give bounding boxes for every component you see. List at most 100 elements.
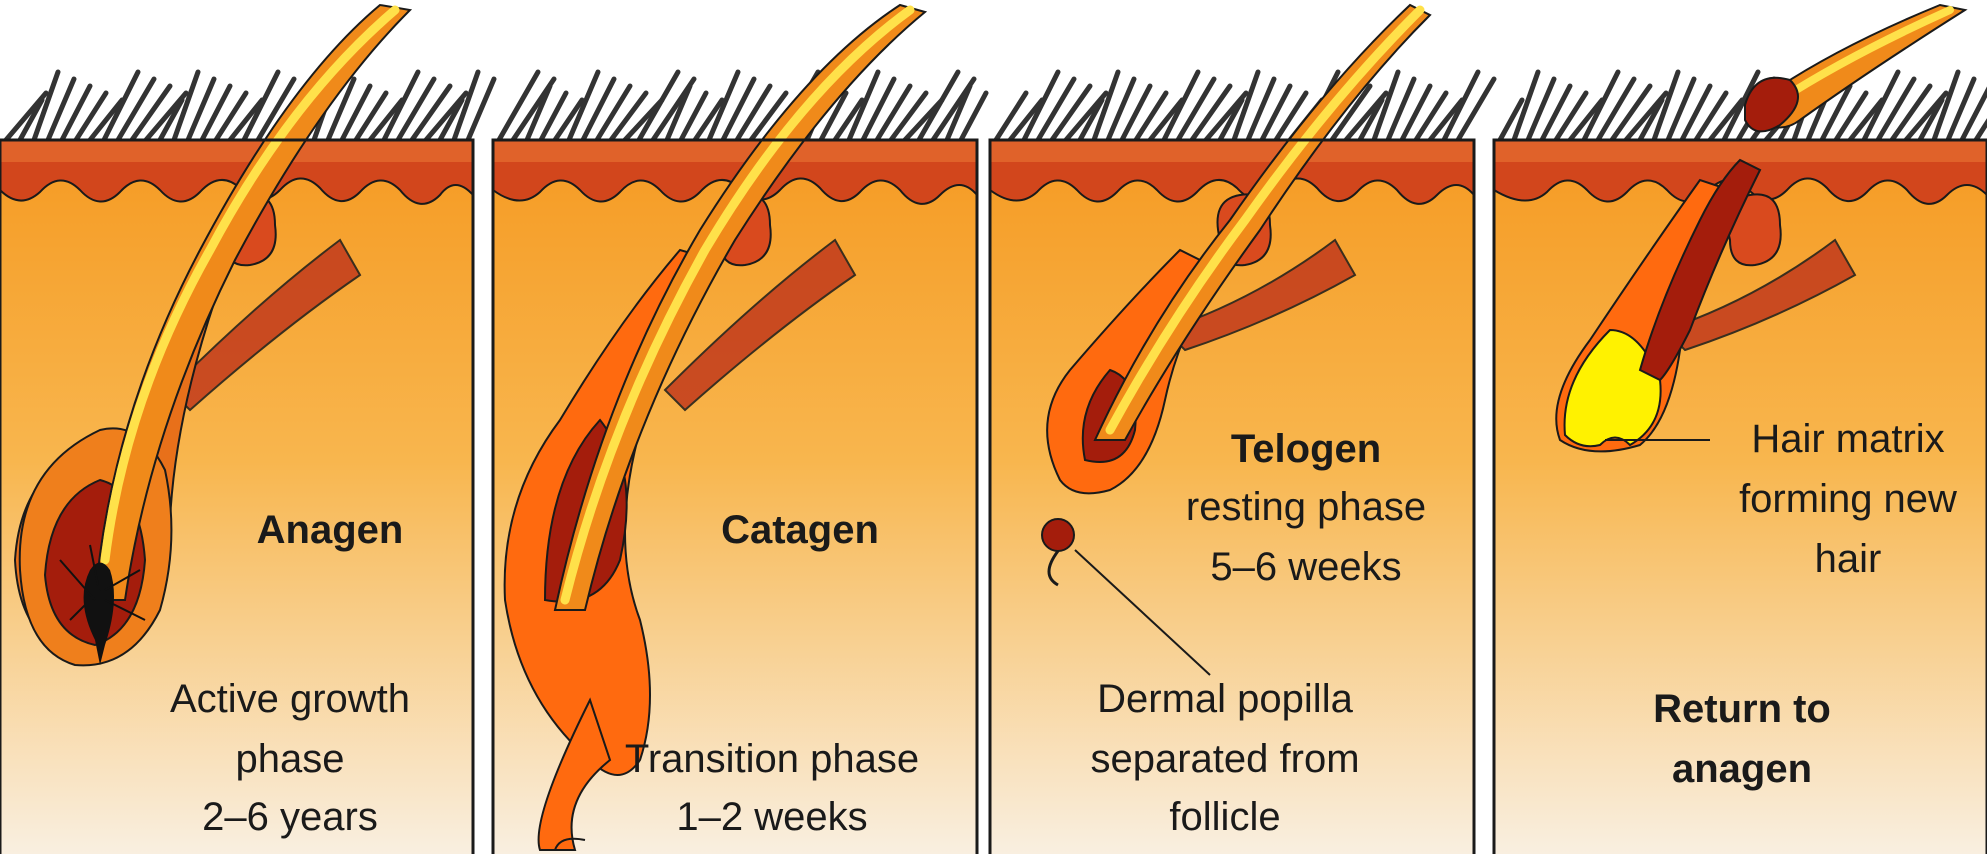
surface-hair — [1833, 90, 1869, 143]
surface-hair — [734, 83, 773, 143]
surface-hair — [1637, 97, 1665, 143]
surface-hair — [1861, 69, 1901, 143]
surface-hair — [115, 76, 157, 143]
surface-hair — [59, 83, 93, 143]
surface-hair — [1721, 69, 1761, 143]
surface-hair — [339, 83, 373, 143]
surface-hair — [1189, 83, 1233, 143]
surface-hair — [1847, 97, 1885, 143]
surface-hair — [1427, 97, 1465, 143]
surface-hair — [171, 69, 201, 143]
surface-hair — [255, 76, 297, 143]
surface-hair — [1945, 76, 1977, 143]
telogen-callout-1: Dermal popilla — [1097, 677, 1353, 721]
surface-hair — [1329, 83, 1373, 143]
catagen-title: Catagen — [721, 508, 879, 552]
return-title-2: anagen — [1672, 747, 1812, 791]
surface-hair — [748, 90, 789, 143]
surface-hair — [31, 69, 61, 143]
surface-hair — [958, 90, 989, 143]
surface-hair — [594, 83, 633, 143]
surface-hair — [1889, 83, 1933, 143]
surface-hair — [409, 83, 453, 143]
telogen-callout-2: separated from — [1090, 737, 1359, 781]
surface-hair — [1651, 69, 1681, 143]
surface-hair — [636, 69, 681, 143]
surface-hair — [1077, 97, 1105, 143]
surface-hair — [1539, 83, 1573, 143]
telogen-line-2: 5–6 weeks — [1210, 545, 1401, 589]
surface-hair — [1217, 97, 1245, 143]
surface-hair — [87, 97, 125, 143]
surface-hair — [1931, 69, 1961, 143]
surface-hair — [73, 90, 109, 143]
surface-hair — [367, 97, 405, 143]
surface-hair — [353, 90, 389, 143]
surface-hair — [916, 69, 961, 143]
surface-hair — [1371, 69, 1401, 143]
surface-hair — [566, 69, 601, 143]
panel-4-labels: Hair matrix forming new hair Return to a… — [1653, 417, 1957, 791]
surface-hair — [1441, 69, 1481, 143]
panel-2-labels: Catagen Transition phase 1–2 weeks — [625, 508, 919, 839]
surface-hair — [1497, 97, 1525, 143]
surface-hair — [1273, 90, 1309, 143]
surface-hair — [874, 83, 913, 143]
surface-hair — [496, 69, 541, 143]
surface-hair — [832, 97, 865, 143]
surface-hair — [1511, 69, 1541, 143]
return-callout-1: Hair matrix — [1751, 417, 1944, 461]
surface-hair — [1973, 118, 1987, 143]
telogen-callout-3: follicle — [1169, 795, 1280, 839]
surface-hair — [45, 76, 77, 143]
surface-hair — [381, 69, 421, 143]
surface-hair — [552, 97, 585, 143]
surface-hair — [580, 76, 617, 143]
surface-hair — [1147, 97, 1185, 143]
surface-hair — [1819, 83, 1853, 143]
panel-frames — [0, 138, 1987, 854]
surface-hair — [213, 90, 249, 143]
surface-hair — [1595, 76, 1637, 143]
surface-hair — [1049, 83, 1093, 143]
surface-hair — [241, 69, 281, 143]
surface-hair — [1665, 76, 1697, 143]
surface-hair — [1399, 83, 1433, 143]
surface-hair — [1679, 83, 1713, 143]
catagen-follicle — [503, 3, 928, 851]
surface-hair — [157, 97, 185, 143]
surface-hair — [437, 97, 465, 143]
surface-hair — [185, 76, 217, 143]
surface-hair — [395, 76, 437, 143]
surface-hair — [1917, 97, 1945, 143]
surface-hair — [692, 97, 725, 143]
surface-hair — [1259, 83, 1293, 143]
surface-hair — [1413, 90, 1449, 143]
surface-hair — [608, 90, 649, 143]
surface-hair — [1553, 90, 1589, 143]
catagen-line-2: 1–2 weeks — [676, 795, 867, 839]
surface-hair — [1455, 76, 1497, 143]
surface-hair — [1385, 76, 1417, 143]
surface-hair — [720, 76, 757, 143]
telogen-follicle — [1041, 3, 1432, 676]
surface-hair — [17, 97, 45, 143]
surface-hair — [1035, 76, 1077, 143]
surface-hair — [1959, 86, 1987, 143]
surface-hair — [1581, 69, 1621, 143]
surface-hair — [1133, 90, 1169, 143]
surface-hair — [678, 90, 709, 143]
surface-hair — [199, 83, 233, 143]
surface-hair — [129, 83, 173, 143]
anagen-line-2: phase — [236, 737, 345, 781]
surface-hair — [1091, 69, 1121, 143]
panel-3-labels: Telogen resting phase 5–6 weeks Dermal p… — [1090, 427, 1426, 839]
surface-hair — [846, 69, 881, 143]
surface-hair — [860, 76, 897, 143]
epidermis-layer — [0, 139, 1987, 205]
surface-hair — [1525, 76, 1557, 143]
surface-hair — [465, 76, 497, 143]
anagen-line-3: 2–6 years — [202, 795, 378, 839]
telogen-line-1: resting phase — [1186, 485, 1426, 529]
